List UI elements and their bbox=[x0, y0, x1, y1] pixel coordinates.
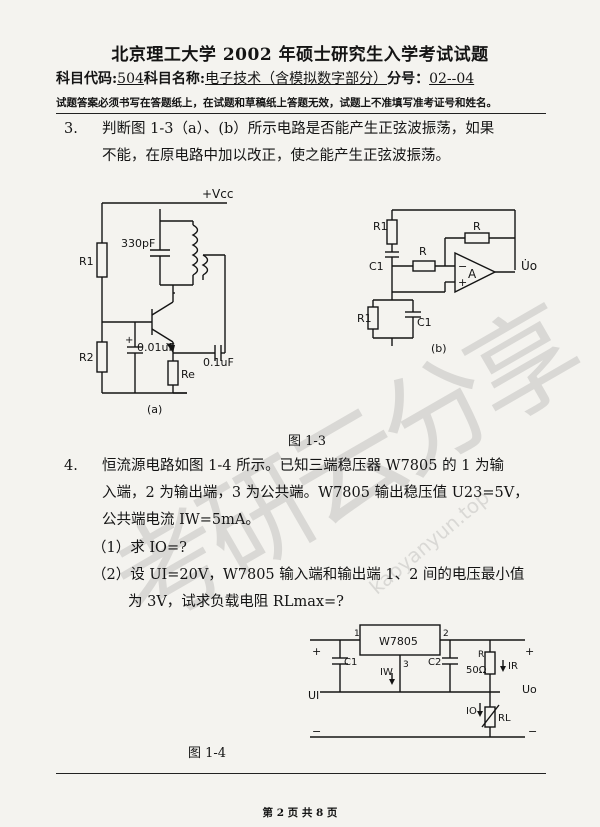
figure-1-4: W7805 1 2 3 + C1 C2 R 50Ω IR IW IO RL UI… bbox=[308, 624, 537, 738]
q4-sub1: （1）求 IO=? bbox=[92, 540, 187, 556]
b-c1-top-label: C1 bbox=[369, 260, 384, 273]
b-plus-label: + bbox=[458, 276, 467, 289]
score-value: 02--04 bbox=[429, 71, 475, 87]
q3-number: 3. bbox=[64, 121, 78, 137]
c001-label: 0.01uF bbox=[137, 341, 175, 354]
uo-minus-label: − bbox=[528, 725, 537, 738]
ohm-label: 50Ω bbox=[466, 665, 487, 676]
name-value: 电子技术（含模拟数字部分） bbox=[205, 71, 388, 87]
header-divider bbox=[56, 113, 546, 114]
re-label: Re bbox=[181, 368, 195, 381]
plus-label: + bbox=[125, 335, 133, 346]
b-minus-label: − bbox=[458, 260, 467, 273]
q4-line3: 公共端电流 IW=5mA。 bbox=[102, 512, 260, 528]
pin2-label: 2 bbox=[443, 629, 449, 639]
q3-line2: 不能，在原电路中加以改正，使之能产生正弦波振荡。 bbox=[102, 148, 450, 164]
io-label: IO bbox=[466, 706, 477, 717]
r2-label: R2 bbox=[79, 351, 94, 364]
b-amp-label: A bbox=[468, 267, 477, 281]
exam-notice: 试题答案必须书写在答题纸上，在试题和草稿纸上答题无效，试题上不准填写准考证号和姓… bbox=[56, 97, 497, 109]
uo-plus-label: + bbox=[525, 645, 534, 658]
q4-number: 4. bbox=[64, 458, 78, 474]
fig-a-label: (a) bbox=[147, 403, 162, 416]
q4-line2: 入端，2 为输出端，3 为公共端。W7805 输出稳压值 U23=5V， bbox=[102, 485, 529, 501]
fig-b-label: (b) bbox=[431, 342, 447, 355]
b-r1-top-label: R1 bbox=[373, 220, 388, 233]
code-value: 504 bbox=[117, 71, 144, 87]
ui-minus-label: − bbox=[312, 725, 321, 738]
iw-label: IW bbox=[380, 667, 393, 678]
footer-divider bbox=[56, 773, 546, 774]
caption-1-3: 图 1-3 bbox=[288, 434, 327, 449]
b-r-fb-label: R bbox=[473, 220, 481, 233]
page-footer: 第 2 页 共 8 页 bbox=[262, 807, 338, 819]
figure-1-3b: R1 R R C1 − + A U̇o R1 C1 (b) bbox=[357, 209, 537, 355]
ir-label: IR bbox=[508, 661, 518, 672]
figure-1-3a: +Vcc 330pF R1 R2 + 0.01uF 0.1uF Re (a) bbox=[79, 187, 234, 416]
q4-sub2b: 为 3V，试求负载电阻 RLmax=? bbox=[128, 594, 344, 610]
b-uo-label: U̇o bbox=[521, 259, 537, 273]
q4-sub2a: （2）设 UI=20V，W7805 输入端和输出端 1、2 间的电压最小值 bbox=[92, 567, 525, 583]
caption-1-4: 图 1-4 bbox=[188, 746, 227, 761]
r1-label: R1 bbox=[79, 255, 94, 268]
uo-label: Uo bbox=[522, 683, 537, 696]
ui-plus-label: + bbox=[312, 645, 321, 658]
page-title: 北京理工大学 2002 年硕士研究生入学考试试题 bbox=[111, 45, 489, 65]
pin3-label: 3 bbox=[403, 660, 409, 670]
code-label: 科目代码: bbox=[56, 71, 118, 87]
q4-line1: 恒流源电路如图 1-4 所示。已知三端稳压器 W7805 的 1 为输 bbox=[102, 458, 505, 474]
b-c1-bot-label: C1 bbox=[417, 316, 432, 329]
q3-line1: 判断图 1-3（a）、(b）所示电路是否能产生正弦波振荡，如果 bbox=[102, 121, 495, 137]
score-label: 分号： bbox=[387, 71, 430, 87]
chip-label: W7805 bbox=[379, 635, 418, 648]
c2-label: C2 bbox=[428, 657, 441, 668]
vcc-label: +Vcc bbox=[202, 187, 233, 201]
pin1-label: 1 bbox=[354, 629, 360, 639]
r-label: R bbox=[478, 650, 484, 660]
subject-line: 科目代码:504科目名称:电子技术（含模拟数字部分）分号：02--04 bbox=[56, 68, 474, 88]
rl-label: RL bbox=[498, 713, 511, 724]
c1-label: C1 bbox=[344, 657, 357, 668]
cap-330-label: 330pF bbox=[121, 237, 155, 250]
b-r-mid-label: R bbox=[419, 245, 427, 258]
name-label: 科目名称: bbox=[143, 71, 206, 87]
b-r1-bot-label: R1 bbox=[357, 312, 372, 325]
c01-label: 0.1uF bbox=[203, 356, 234, 369]
ui-label: UI bbox=[308, 689, 319, 702]
